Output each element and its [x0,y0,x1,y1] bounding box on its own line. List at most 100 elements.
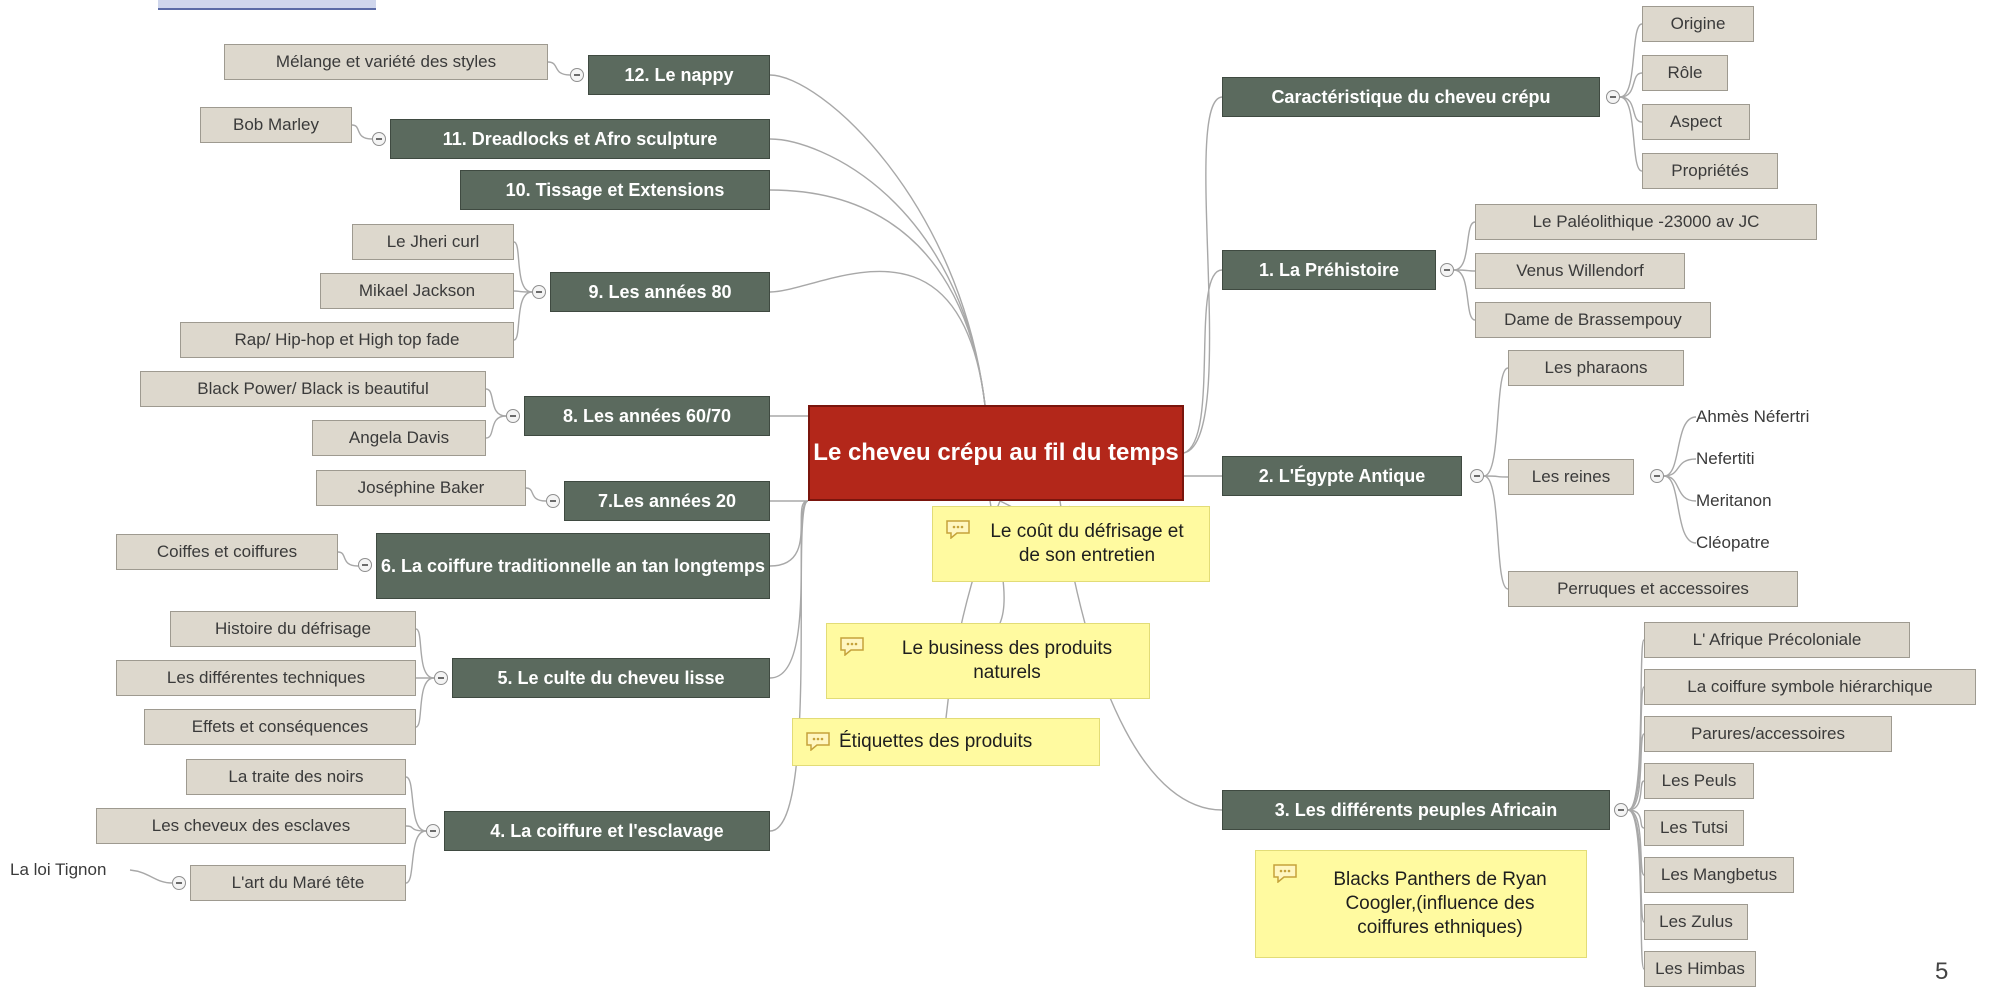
subtopic-dame[interactable]: Dame de Brassempouy [1475,302,1711,338]
subtopic-paleolithique[interactable]: Le Paléolithique -23000 av JC [1475,204,1817,240]
note-icon [840,637,864,656]
collapse-toggle-icon[interactable] [426,824,440,838]
central-topic[interactable]: Le cheveu crépu au fil du temps [808,405,1184,501]
topic-annees-60-70[interactable]: 8. Les années 60/70 [524,396,770,436]
subtopic-techniques[interactable]: Les différentes techniques [116,660,416,696]
subtopic-proprietes[interactable]: Propriétés [1642,153,1778,189]
collapse-toggle-icon[interactable] [372,132,386,146]
link-carac-3 [1619,96,1643,172]
link-egypte-1 [1483,475,1509,478]
queen-ahmes[interactable]: Ahmès Néfertri [1696,407,1810,426]
queen-meritanon[interactable]: Meritanon [1696,491,1772,510]
link-reines-3 [1663,475,1697,544]
subtopic-parures[interactable]: Parures/accessoires [1644,716,1892,752]
subtopic-pharaons[interactable]: Les pharaons [1508,350,1684,386]
subtopic-mare-tete[interactable]: L'art du Maré tête [190,865,406,901]
subtopic-reines[interactable]: Les reines [1508,459,1634,495]
subtopic-aspect[interactable]: Aspect [1642,104,1750,140]
topic-prehistoire[interactable]: 1. La Préhistoire [1222,250,1436,290]
subtopic-mikael-jackson[interactable]: Mikael Jackson [320,273,514,309]
topic-caracteristique[interactable]: Caractéristique du cheveu crépu [1222,77,1600,117]
subtopic-mangbetus[interactable]: Les Mangbetus [1644,857,1794,893]
link-80-1 [513,290,533,293]
link-prehist-2 [1453,269,1476,321]
link-prehist-1 [1453,269,1476,272]
subtopic-jheri-curl[interactable]: Le Jheri curl [352,224,514,260]
link-central-left-0 [769,74,986,406]
topic-coiffure-traditionnelle[interactable]: 6. La coiffure traditionnelle an tan lon… [376,533,770,599]
subtopic-angela-davis[interactable]: Angela Davis [312,420,486,456]
collapse-toggle-icon[interactable] [546,494,560,508]
note-icon [806,732,830,751]
collapse-toggle-icon[interactable] [570,68,584,82]
subtopic-origine[interactable]: Origine [1642,6,1754,42]
collapse-toggle-icon[interactable] [358,558,372,572]
subtopic-rap[interactable]: Rap/ Hip-hop et High top fade [180,322,514,358]
note-text: Blacks Panthers de Ryan Coogler,(influen… [1333,869,1547,938]
link-esclav-2 [405,830,427,884]
topic-annees-80[interactable]: 9. Les années 80 [550,272,770,312]
subtopic-histoire-defrisage[interactable]: Histoire du défrisage [170,611,416,647]
link-egypte-2 [1483,475,1509,590]
topic-dreadlocks[interactable]: 11. Dreadlocks et Afro sculpture [390,119,770,159]
note-business[interactable]: Le business des produits naturels [826,623,1150,699]
subtopic-effets[interactable]: Effets et conséquences [144,709,416,745]
topic-esclavage[interactable]: 4. La coiffure et l'esclavage [444,811,770,851]
collapse-toggle-icon[interactable] [1614,803,1628,817]
link-trad-0 [337,551,359,567]
collapse-toggle-icon[interactable] [1650,469,1664,483]
link-central-left-8 [769,500,809,832]
subtopic-melange[interactable]: Mélange et variété des styles [224,44,548,80]
topic-annees-20[interactable]: 7.Les années 20 [564,481,770,521]
subtopic-venus[interactable]: Venus Willendorf [1475,253,1685,289]
link-20-0 [525,487,547,502]
link-peuples-2 [1627,733,1645,811]
subtopic-traite[interactable]: La traite des noirs [186,759,406,795]
queen-nefertiti[interactable]: Nefertiti [1696,449,1755,468]
subtopic-bob-marley[interactable]: Bob Marley [200,107,352,143]
subtopic-peuls[interactable]: Les Peuls [1644,763,1754,799]
link-central-caracteristique [1183,96,1223,454]
note-icon [946,520,970,539]
subtopic-afrique[interactable]: L' Afrique Précoloniale [1644,622,1910,658]
note-text: Étiquettes des produits [839,731,1033,752]
link-central-left-2 [769,189,986,406]
topic-tissage[interactable]: 10. Tissage et Extensions [460,170,770,210]
collapse-toggle-icon[interactable] [532,285,546,299]
note-text: Le business des produits naturels [901,638,1113,683]
topic-egypte[interactable]: 2. L'Égypte Antique [1222,456,1462,496]
topic-cheveu-lisse[interactable]: 5. Le culte du cheveu lisse [452,658,770,698]
link-egypte-0 [1483,367,1509,477]
link-lisse-2 [415,677,435,728]
link-80-0 [513,241,533,293]
collapse-toggle-icon[interactable] [1606,90,1620,104]
subtopic-loi-tignon[interactable]: La loi Tignon [10,860,107,879]
collapse-toggle-icon[interactable] [506,409,520,423]
subtopic-role[interactable]: Rôle [1642,55,1728,91]
note-black-panther[interactable]: Blacks Panthers de Ryan Coogler,(influen… [1255,850,1587,958]
topic-peuples[interactable]: 3. Les différents peuples Africain [1222,790,1610,830]
top-decoration [158,0,376,10]
collapse-toggle-icon[interactable] [172,876,186,890]
topic-nappy[interactable]: 12. Le nappy [588,55,770,95]
collapse-toggle-icon[interactable] [1470,469,1484,483]
central-topic-label: Le cheveu crépu au fil du temps [813,439,1179,466]
note-icon [1273,864,1297,883]
collapse-toggle-icon[interactable] [1440,263,1454,277]
link-central-prehistoire [1183,269,1223,454]
subtopic-black-power[interactable]: Black Power/ Black is beautiful [140,371,486,407]
subtopic-perruques[interactable]: Perruques et accessoires [1508,571,1798,607]
note-cout-defrisage[interactable]: Le coût du défrisage et de son entretien [932,506,1210,582]
subtopic-symbole[interactable]: La coiffure symbole hiérarchique [1644,669,1976,705]
subtopic-coiffes[interactable]: Coiffes et coiffures [116,534,338,570]
subtopic-himbas[interactable]: Les Himbas [1644,951,1756,987]
subtopic-zulus[interactable]: Les Zulus [1644,904,1748,940]
collapse-toggle-icon[interactable] [434,671,448,685]
subtopic-tutsi[interactable]: Les Tutsi [1644,810,1744,846]
subtopic-josephine-baker[interactable]: Joséphine Baker [316,470,526,506]
link-esclav-0 [405,776,427,832]
note-etiquettes[interactable]: Étiquettes des produits [792,718,1100,766]
queen-cleopatre[interactable]: Cléopatre [1696,533,1770,552]
subtopic-cheveux-esclaves[interactable]: Les cheveux des esclaves [96,808,406,844]
